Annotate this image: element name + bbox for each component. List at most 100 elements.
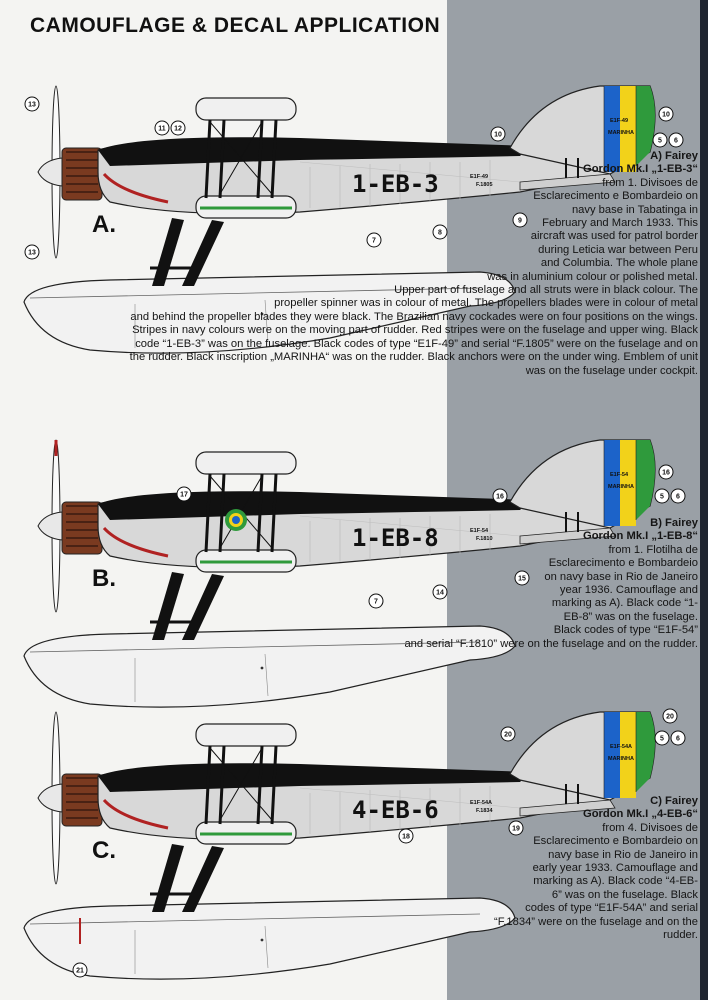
rudder-type-code: E1F-54	[610, 472, 629, 478]
callout-marker: 6	[670, 488, 686, 504]
tail-fin	[509, 85, 656, 175]
callout-number: 7	[372, 238, 376, 245]
callout-number: 12	[174, 126, 182, 133]
description-a-line: from 1. Divisoes de	[602, 176, 698, 189]
callout-number: 8	[438, 230, 442, 237]
callout-marker: 5	[652, 132, 668, 148]
float-struts	[150, 844, 224, 912]
description-a-line: and behind the propeller blades they wer…	[130, 310, 698, 323]
description-a-line: Upper part of fuselage and all struts we…	[394, 284, 698, 297]
callout-marker: 12	[170, 120, 186, 136]
variant-letter: B.	[92, 565, 116, 592]
callout-number: 16	[662, 470, 670, 477]
description-c-line: Esclarecimento e Bombardeio on	[533, 835, 698, 848]
page-edge	[700, 0, 708, 1000]
description-b-heading-1: B) Fairey	[650, 517, 698, 529]
description-c-line: rudder.	[663, 929, 698, 942]
callout-number: 14	[436, 590, 444, 597]
fuselage-type-code: E1F-49	[470, 174, 488, 180]
callout-number: 11	[158, 126, 166, 133]
fuselage-serial: F.1834	[476, 808, 493, 814]
callout-marker: 5	[654, 730, 670, 746]
callout-number: 7	[374, 599, 378, 606]
aircraft-code: 1-EB-3	[352, 170, 439, 198]
callout-number: 5	[660, 494, 664, 501]
description-b-line: marking as A). Black code “1-	[551, 597, 698, 610]
callout-marker: 9	[512, 212, 528, 228]
description-c-line: codes of type “E1F-54A” and serial	[525, 902, 698, 915]
callout-marker: 6	[670, 730, 686, 746]
fuselage-serial: F.1805	[476, 182, 493, 188]
tail-fin	[509, 711, 656, 801]
callout-marker: 11	[154, 120, 170, 136]
page-title: CAMOUFLAGE & DECAL APPLICATION	[30, 14, 441, 37]
description-c-heading-2: Gordon Mk.I „4-EB-6“	[583, 808, 698, 821]
callout-marker: 15	[514, 570, 530, 586]
wings	[195, 723, 297, 845]
callout-number: 17	[180, 492, 188, 499]
aircraft-code: 1-EB-8	[352, 524, 439, 552]
description-a-line: propeller spinner was in colour of metal…	[274, 297, 698, 310]
callout-marker: 18	[398, 828, 414, 844]
description-a: A) Fairey Gordon Mk.I „1-EB-3“ from 1. D…	[130, 150, 698, 378]
float	[23, 897, 516, 980]
callout-number: 13	[28, 102, 36, 109]
propeller	[37, 85, 63, 259]
callout-marker: 7	[366, 232, 382, 248]
engine	[61, 501, 103, 555]
fuselage-serial: F.1810	[476, 536, 493, 542]
description-b-line: on navy base in Rio de Janeiro	[544, 570, 698, 583]
fuselage-type-code: E1F-54A	[470, 800, 492, 806]
callout-number: 6	[676, 494, 680, 501]
description-b-line: year 1936. Camouflage and	[559, 584, 698, 597]
description-a-heading-2: Gordon Mk.I „1-EB-3“	[583, 163, 698, 176]
float	[23, 625, 516, 708]
callout-marker: 16	[658, 464, 674, 480]
description-b-line: Black codes of type “E1F-54”	[553, 624, 698, 637]
float	[23, 271, 516, 354]
callout-marker: 10	[658, 106, 674, 122]
propeller	[37, 711, 63, 885]
description-a-line: aircraft was used for patrol border	[530, 230, 698, 243]
description-a-line: navy base in Tabatinga in	[571, 203, 698, 216]
engine	[61, 147, 103, 201]
callout-marker: 7	[368, 593, 384, 609]
description-a-line: Esclarecimento e Bombardeio on	[533, 190, 698, 203]
rudder-inscription: MARINHA	[608, 130, 634, 136]
callout-marker: 13	[24, 96, 40, 112]
landing-strut	[565, 512, 579, 532]
description-c-line: marking as A). Black code “4-EB-	[533, 875, 698, 888]
description-b-heading-2: Gordon Mk.I „1-EB-8“	[583, 530, 698, 543]
rudder-inscription: MARINHA	[608, 484, 634, 490]
tail-fin	[509, 439, 656, 529]
callout-number: 20	[666, 714, 674, 721]
callout-marker: 14	[432, 584, 448, 600]
callout-marker: 5	[654, 488, 670, 504]
description-b-line: and serial “F.1810” were on the fuselage…	[404, 637, 698, 650]
callout-number: 10	[494, 132, 502, 139]
fuselage-type-code: E1F-54	[470, 528, 489, 534]
callout-marker: 17	[176, 486, 192, 502]
description-a-line: code “1-EB-3” was on the fuselage. Black…	[135, 337, 698, 350]
float-struts	[150, 218, 224, 286]
description-a-line: February and March 1933. This	[542, 217, 698, 230]
description-c: C) Fairey Gordon Mk.I „4-EB-6“ from 4. D…	[494, 795, 698, 942]
wings	[195, 451, 297, 573]
callout-marker: 13	[24, 244, 40, 260]
float-struts	[150, 572, 224, 640]
wings	[195, 97, 297, 219]
propeller	[37, 439, 63, 613]
cockade-center	[232, 516, 240, 524]
callout-number: 16	[496, 494, 504, 501]
callout-number: 13	[28, 250, 36, 257]
description-c-line: from 4. Divisoes de	[602, 821, 698, 834]
aircraft-code: 4-EB-6	[352, 796, 439, 824]
description-a-line: was on the fuselage under cockpit.	[525, 364, 698, 377]
callout-number: 6	[676, 736, 680, 743]
description-c-heading-1: C) Fairey	[650, 795, 698, 807]
callout-number: 10	[662, 112, 670, 119]
rudder-inscription: MARINHA	[608, 756, 634, 762]
description-a-line: the rudder. Black inscription „MARINHA“ …	[129, 351, 698, 364]
